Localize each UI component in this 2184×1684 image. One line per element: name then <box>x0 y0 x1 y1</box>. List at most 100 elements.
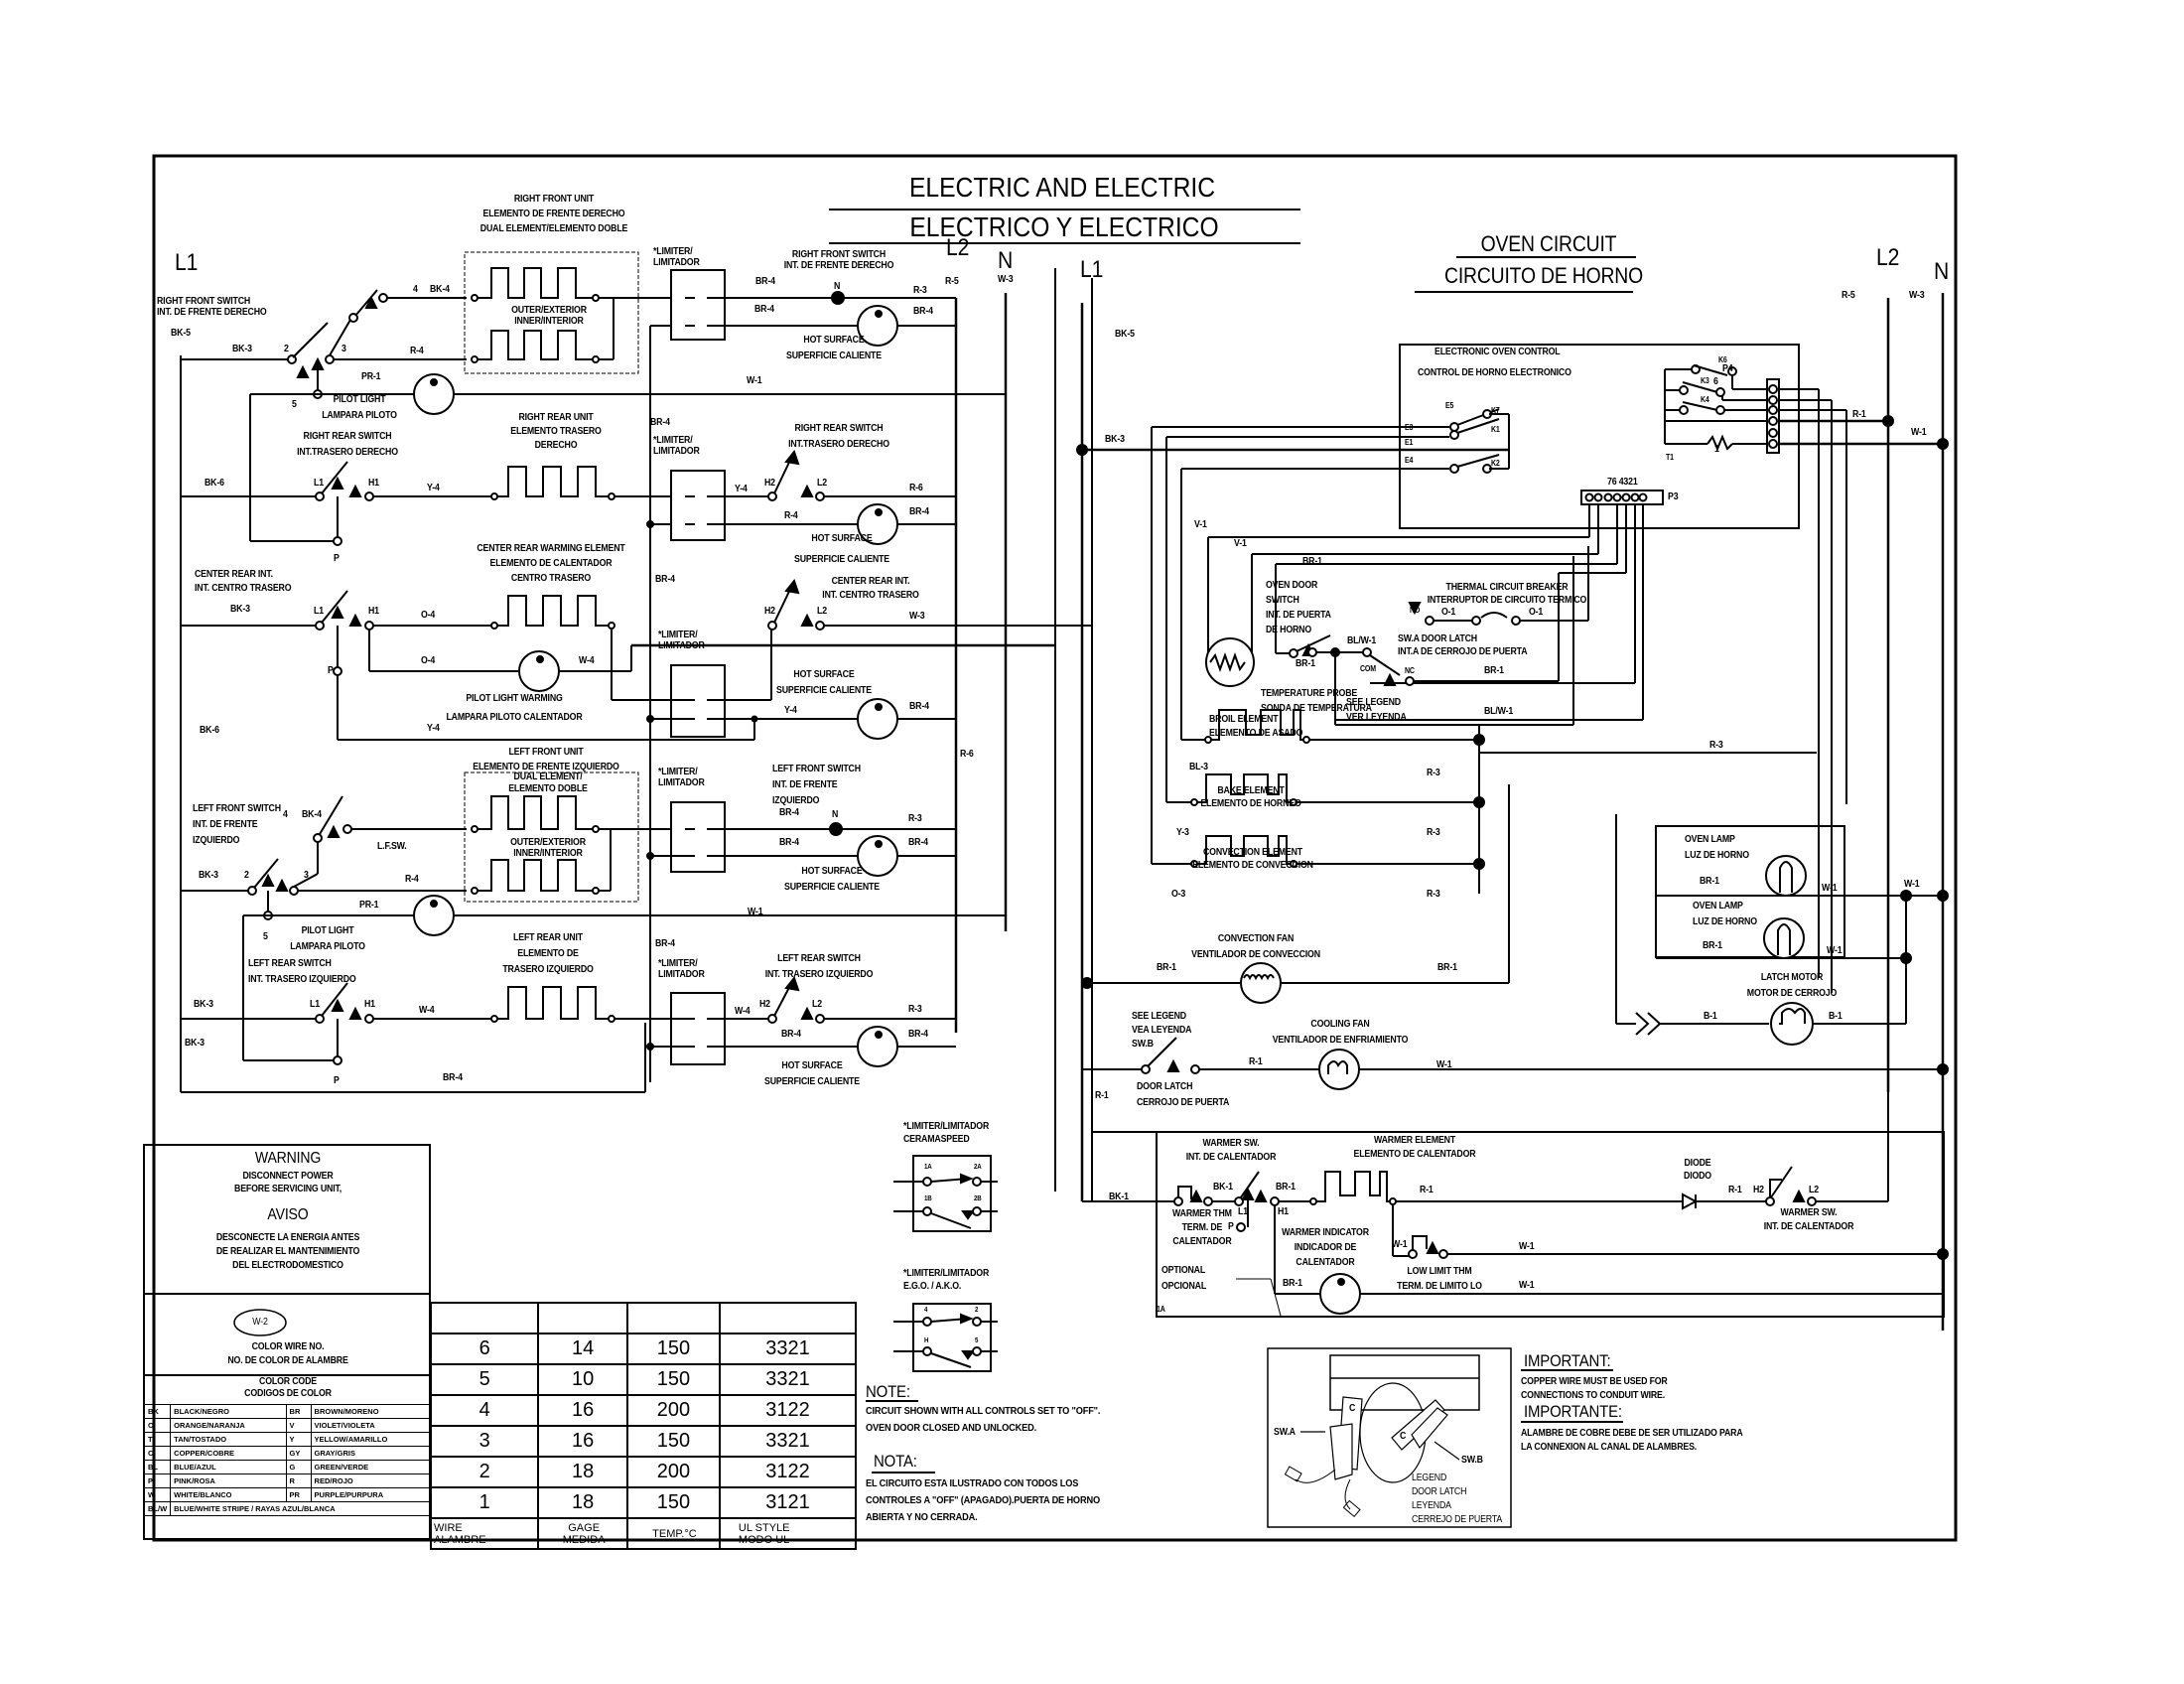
temp-probe-label: TEMPERATURE PROBE SONDA DE TEMPERATURA <box>1261 688 1372 714</box>
wire-label: R-1 <box>1728 1185 1742 1195</box>
bake-element-label: BAKE ELEMENT ELEMENTO DE HORNEO <box>1200 785 1301 809</box>
pin-label: 5 <box>975 1337 979 1344</box>
wire-table-header: GAGE MEDIDA <box>537 1517 628 1550</box>
wire-label: W-4 <box>735 1006 751 1017</box>
wire-label: BR-4 <box>755 276 775 287</box>
wire-label: BL/W-1 <box>1484 706 1514 717</box>
color-abbrev: T <box>143 1432 172 1447</box>
rail-label-l1-oven: L1 <box>1080 256 1104 283</box>
see-legend-label: SEE LEGEND VER LEYENDA <box>1346 697 1407 723</box>
pin-label: 2A <box>974 1164 982 1171</box>
wire-label: BR-1 <box>1302 556 1322 567</box>
rf-hot-surface-label: HOT SURFACE SUPERFICIE CALIENTE <box>786 335 882 361</box>
terminal-label: 5 <box>292 399 297 410</box>
pin-label: 1B <box>924 1195 932 1202</box>
wire-label: BK-3 <box>194 999 213 1010</box>
terminal-label: P <box>1228 1221 1234 1232</box>
terminal-label: P <box>334 1075 340 1086</box>
pin-label: 2 <box>975 1307 979 1314</box>
relay-k3: K3 <box>1701 376 1709 385</box>
wire-label: W-3 <box>998 274 1014 285</box>
diode-label: DIODE DIODO <box>1684 1158 1711 1182</box>
pilot-light-warming-label: PILOT LIGHT WARMING LAMPARA PILOTO CALEN… <box>446 693 583 723</box>
oven-lamp-1-label: OVEN LAMP LUZ DE HORNO <box>1685 834 1749 861</box>
wire-label: W-1 <box>748 907 763 917</box>
wire-label: W-1 <box>1827 945 1843 956</box>
wire-label: BR-4 <box>650 417 670 428</box>
color-wire-caption: COLOR WIRE NO. NO. DE COLOR DE ALAMBRE <box>227 1341 348 1366</box>
color-abbrev: BL <box>143 1460 172 1474</box>
right-rear-unit-label: RIGHT REAR UNIT ELEMENTO TRASERO DERECHO <box>510 412 602 451</box>
color-abbrev: V <box>285 1418 312 1433</box>
color-name: TAN/TOSTADO <box>170 1432 287 1447</box>
note-text: CIRCUIT SHOWN WITH ALL CONTROLS SET TO "… <box>866 1405 1101 1434</box>
terminal-label: L2 <box>817 606 827 617</box>
wire-label: BR-4 <box>909 506 929 517</box>
wire-table-cell: 3321 <box>718 1363 858 1396</box>
wire-label: R-3 <box>1427 827 1440 838</box>
wire-label: BR-4 <box>443 1072 463 1083</box>
color-name: COPPER/COBRE <box>170 1446 287 1461</box>
door-latch-label: DOOR LATCH CERROJO DE PUERTA <box>1137 1081 1230 1108</box>
terminal-label: L2 <box>1809 1185 1819 1195</box>
wire-table-cell: 3321 <box>718 1425 858 1458</box>
cooling-fan-label: COOLING FAN VENTILADOR DE ENFRIAMIENTO <box>1272 1019 1409 1046</box>
lf-limiter-label: *LIMITER/ LIMITADOR <box>658 767 705 788</box>
terminal-label: H2 <box>764 606 775 617</box>
color-abbrev: O <box>143 1418 172 1433</box>
relay-e1: E1 <box>1405 438 1414 447</box>
color-name: GREEN/VERDE <box>310 1460 431 1474</box>
swa-door-latch-label: SW.A DOOR LATCH INT.A DE CERROJO DE PUER… <box>1398 633 1528 657</box>
wire-label: BR-1 <box>1484 665 1504 676</box>
wire-table-header: WIRE ALAMBRE <box>429 1517 540 1550</box>
switch-com-label: COM <box>1360 664 1376 673</box>
wire-label: W-4 <box>579 655 595 666</box>
oven-lamp-2-label: OVEN LAMP LUZ DE HORNO <box>1693 901 1757 927</box>
pin-label: H <box>924 1337 929 1344</box>
wire-label: R-1 <box>1852 409 1866 420</box>
wire-label: BR-1 <box>1283 1278 1302 1289</box>
wire-label: O-1 <box>1441 607 1456 618</box>
terminal-label: 2 <box>284 344 289 354</box>
relay-e4: E4 <box>1405 456 1414 465</box>
wire-label: BR-1 <box>1296 658 1315 669</box>
p4-pin-6: 6 <box>1713 376 1718 387</box>
color-name: PURPLE/PURPURA <box>310 1487 431 1502</box>
color-abbrev: G <box>285 1460 312 1474</box>
wire-label: R-1 <box>1095 1090 1109 1101</box>
relay-e3: E3 <box>1405 423 1414 432</box>
relay-k6: K6 <box>1718 355 1727 364</box>
switch-nc-label: NC <box>1405 666 1415 675</box>
wire-label: BR-1 <box>1700 876 1719 887</box>
nota-heading: NOTA: <box>874 1452 917 1471</box>
wire-table-cell: 3121 <box>718 1486 858 1519</box>
wire-label: W-4 <box>419 1005 435 1016</box>
wire-label: BR-4 <box>908 837 928 848</box>
outer-inner-label: OUTER/EXTERIOR INNER/INTERIOR <box>511 305 587 327</box>
wire-table-cell: 3 <box>429 1425 540 1458</box>
terminal-label: H1 <box>364 999 375 1010</box>
c-contact-label: C <box>1349 1403 1356 1414</box>
warmer-element-label: WARMER ELEMENT ELEMENTO DE CALENTADOR <box>1353 1135 1476 1160</box>
limiter-diagrams <box>893 1155 998 1372</box>
aviso-title: AVISO <box>267 1206 309 1223</box>
wire-table-cell <box>718 1302 858 1334</box>
terminal-label: H1 <box>368 606 379 617</box>
wire-label: R-3 <box>1709 740 1723 751</box>
wire-label: BR-4 <box>655 938 675 949</box>
wire-table-header: UL STYLE MODO UL <box>718 1517 858 1550</box>
wire-label: W-1 <box>1904 879 1920 890</box>
relay-k2: K2 <box>1491 459 1500 468</box>
warmer-indicator-label: WARMER INDICATOR INDICADOR DE CALENTADOR <box>1282 1227 1369 1268</box>
wire-label: BK-5 <box>171 328 191 339</box>
wire-label: BR-4 <box>779 837 799 848</box>
color-abbrev: BL/W <box>143 1501 172 1516</box>
wire-table-cell: 3122 <box>718 1394 858 1427</box>
note-heading: NOTE: <box>866 1382 910 1401</box>
rail-label-l2-oven: L2 <box>1876 244 1900 271</box>
